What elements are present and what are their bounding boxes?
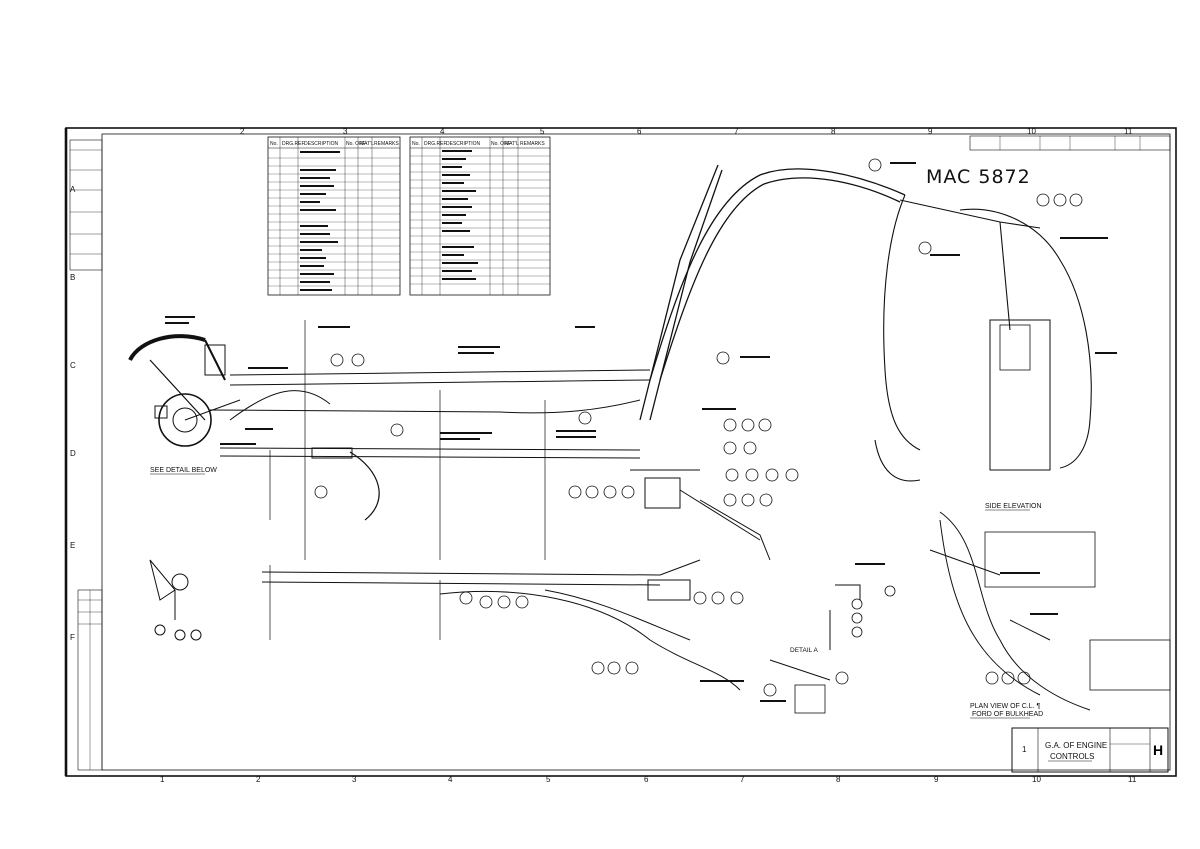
drawing-title-line1: G.A. OF ENGINE xyxy=(1045,741,1107,750)
table-header: DRG.REF. xyxy=(282,141,305,147)
table-header: No. xyxy=(412,141,420,147)
side-elevation-title: SIDE ELEVATION xyxy=(985,503,1042,510)
body-panel-outline xyxy=(639,164,906,421)
revision-block xyxy=(969,135,1171,151)
sheet-number: 1 xyxy=(1022,745,1027,754)
grid-bottom-label: 11 xyxy=(1128,775,1137,784)
grid-numbers-top: 2 3 4 5 6 7 8 9 10 11 xyxy=(240,127,1133,136)
plan-view-title-line2: FORD OF BULKHEAD xyxy=(972,711,1043,718)
callout-balloons xyxy=(314,158,1083,697)
table-header: MAT'L xyxy=(360,141,374,147)
grid-bottom-label: 5 xyxy=(546,775,551,784)
grid-left-label: D xyxy=(70,449,76,458)
detail-a-view xyxy=(769,584,861,714)
control-rods-upper xyxy=(209,369,651,459)
table-header: DRG.REF. xyxy=(424,141,447,147)
plan-view-title-line1: PLAN VIEW OF C.L. ¶ xyxy=(970,703,1041,710)
table-header: No. OFF xyxy=(491,141,510,147)
section-lines xyxy=(269,320,546,640)
grid-top-label: 3 xyxy=(343,127,348,136)
grid-bottom-label: 2 xyxy=(256,775,261,784)
table-header: MAT'L xyxy=(505,141,519,147)
grid-left-label: E xyxy=(70,541,75,550)
grid-left-label: A xyxy=(70,185,76,194)
sheet-border xyxy=(64,127,1177,777)
view-titles: SEE DETAIL BELOW SIDE ELEVATION PLAN VIE… xyxy=(150,467,1043,719)
drawing-title-line2: CONTROLS xyxy=(1050,752,1094,761)
table-header: DESCRIPTION xyxy=(446,141,481,147)
grid-top-label: 4 xyxy=(440,127,445,136)
grid-bottom-label: 3 xyxy=(352,775,357,784)
grid-letters-left: A B C D E F xyxy=(70,185,76,642)
detail-bracket-left xyxy=(149,559,202,641)
grid-left-label: F xyxy=(70,633,75,642)
grid-top-label: 9 xyxy=(928,127,933,136)
cable-run xyxy=(311,447,380,521)
drawing-number: MAC 5872 xyxy=(926,166,1031,188)
annotation-marks xyxy=(165,162,1117,702)
grid-left-label: C xyxy=(70,361,76,370)
sheet-letter: H xyxy=(1153,742,1163,758)
grid-bottom-label: 10 xyxy=(1032,775,1041,784)
grid-bottom-label: 8 xyxy=(836,775,841,784)
title-block: 1 G.A. OF ENGINE CONTROLS H xyxy=(1011,727,1169,773)
grid-top-label: 6 xyxy=(637,127,642,136)
grid-bottom-label: 9 xyxy=(934,775,939,784)
parts-table-left: No. DRG.REF. DESCRIPTION No. OFF MAT'L R… xyxy=(267,136,401,296)
table-header: REMARKS xyxy=(520,141,545,147)
grid-bottom-label: 6 xyxy=(644,775,649,784)
grid-top-label: 5 xyxy=(540,127,545,136)
detail-a-title: DETAIL A xyxy=(790,647,818,654)
see-detail-label: SEE DETAIL BELOW xyxy=(150,467,217,474)
grid-left-label: B xyxy=(70,273,75,282)
grid-top-label: 10 xyxy=(1027,127,1036,136)
grid-bottom-label: 4 xyxy=(448,775,453,784)
revision-column xyxy=(69,139,103,771)
grid-numbers-bottom: 1 2 3 4 5 6 7 8 9 10 11 xyxy=(160,775,1137,784)
grid-top-label: 2 xyxy=(240,127,245,136)
control-rods-lower xyxy=(261,489,771,691)
side-elevation-view xyxy=(929,511,1171,711)
throttle-quadrant xyxy=(128,334,241,447)
table-header: No. OFF xyxy=(346,141,365,147)
grid-bottom-label: 1 xyxy=(160,775,165,784)
table-header: No. xyxy=(270,141,278,147)
table-header: DESCRIPTION xyxy=(304,141,339,147)
grid-bottom-label: 7 xyxy=(740,775,745,784)
table-header: REMARKS xyxy=(374,141,399,147)
grid-top-label: 8 xyxy=(831,127,836,136)
grid-top-label: 11 xyxy=(1124,127,1133,136)
grid-top-label: 7 xyxy=(734,127,739,136)
bulkhead-outline xyxy=(874,194,1092,482)
parts-table-right: No. DRG.REF. DESCRIPTION No. OFF MAT'L R… xyxy=(409,136,551,296)
pedal-cluster xyxy=(630,469,700,601)
